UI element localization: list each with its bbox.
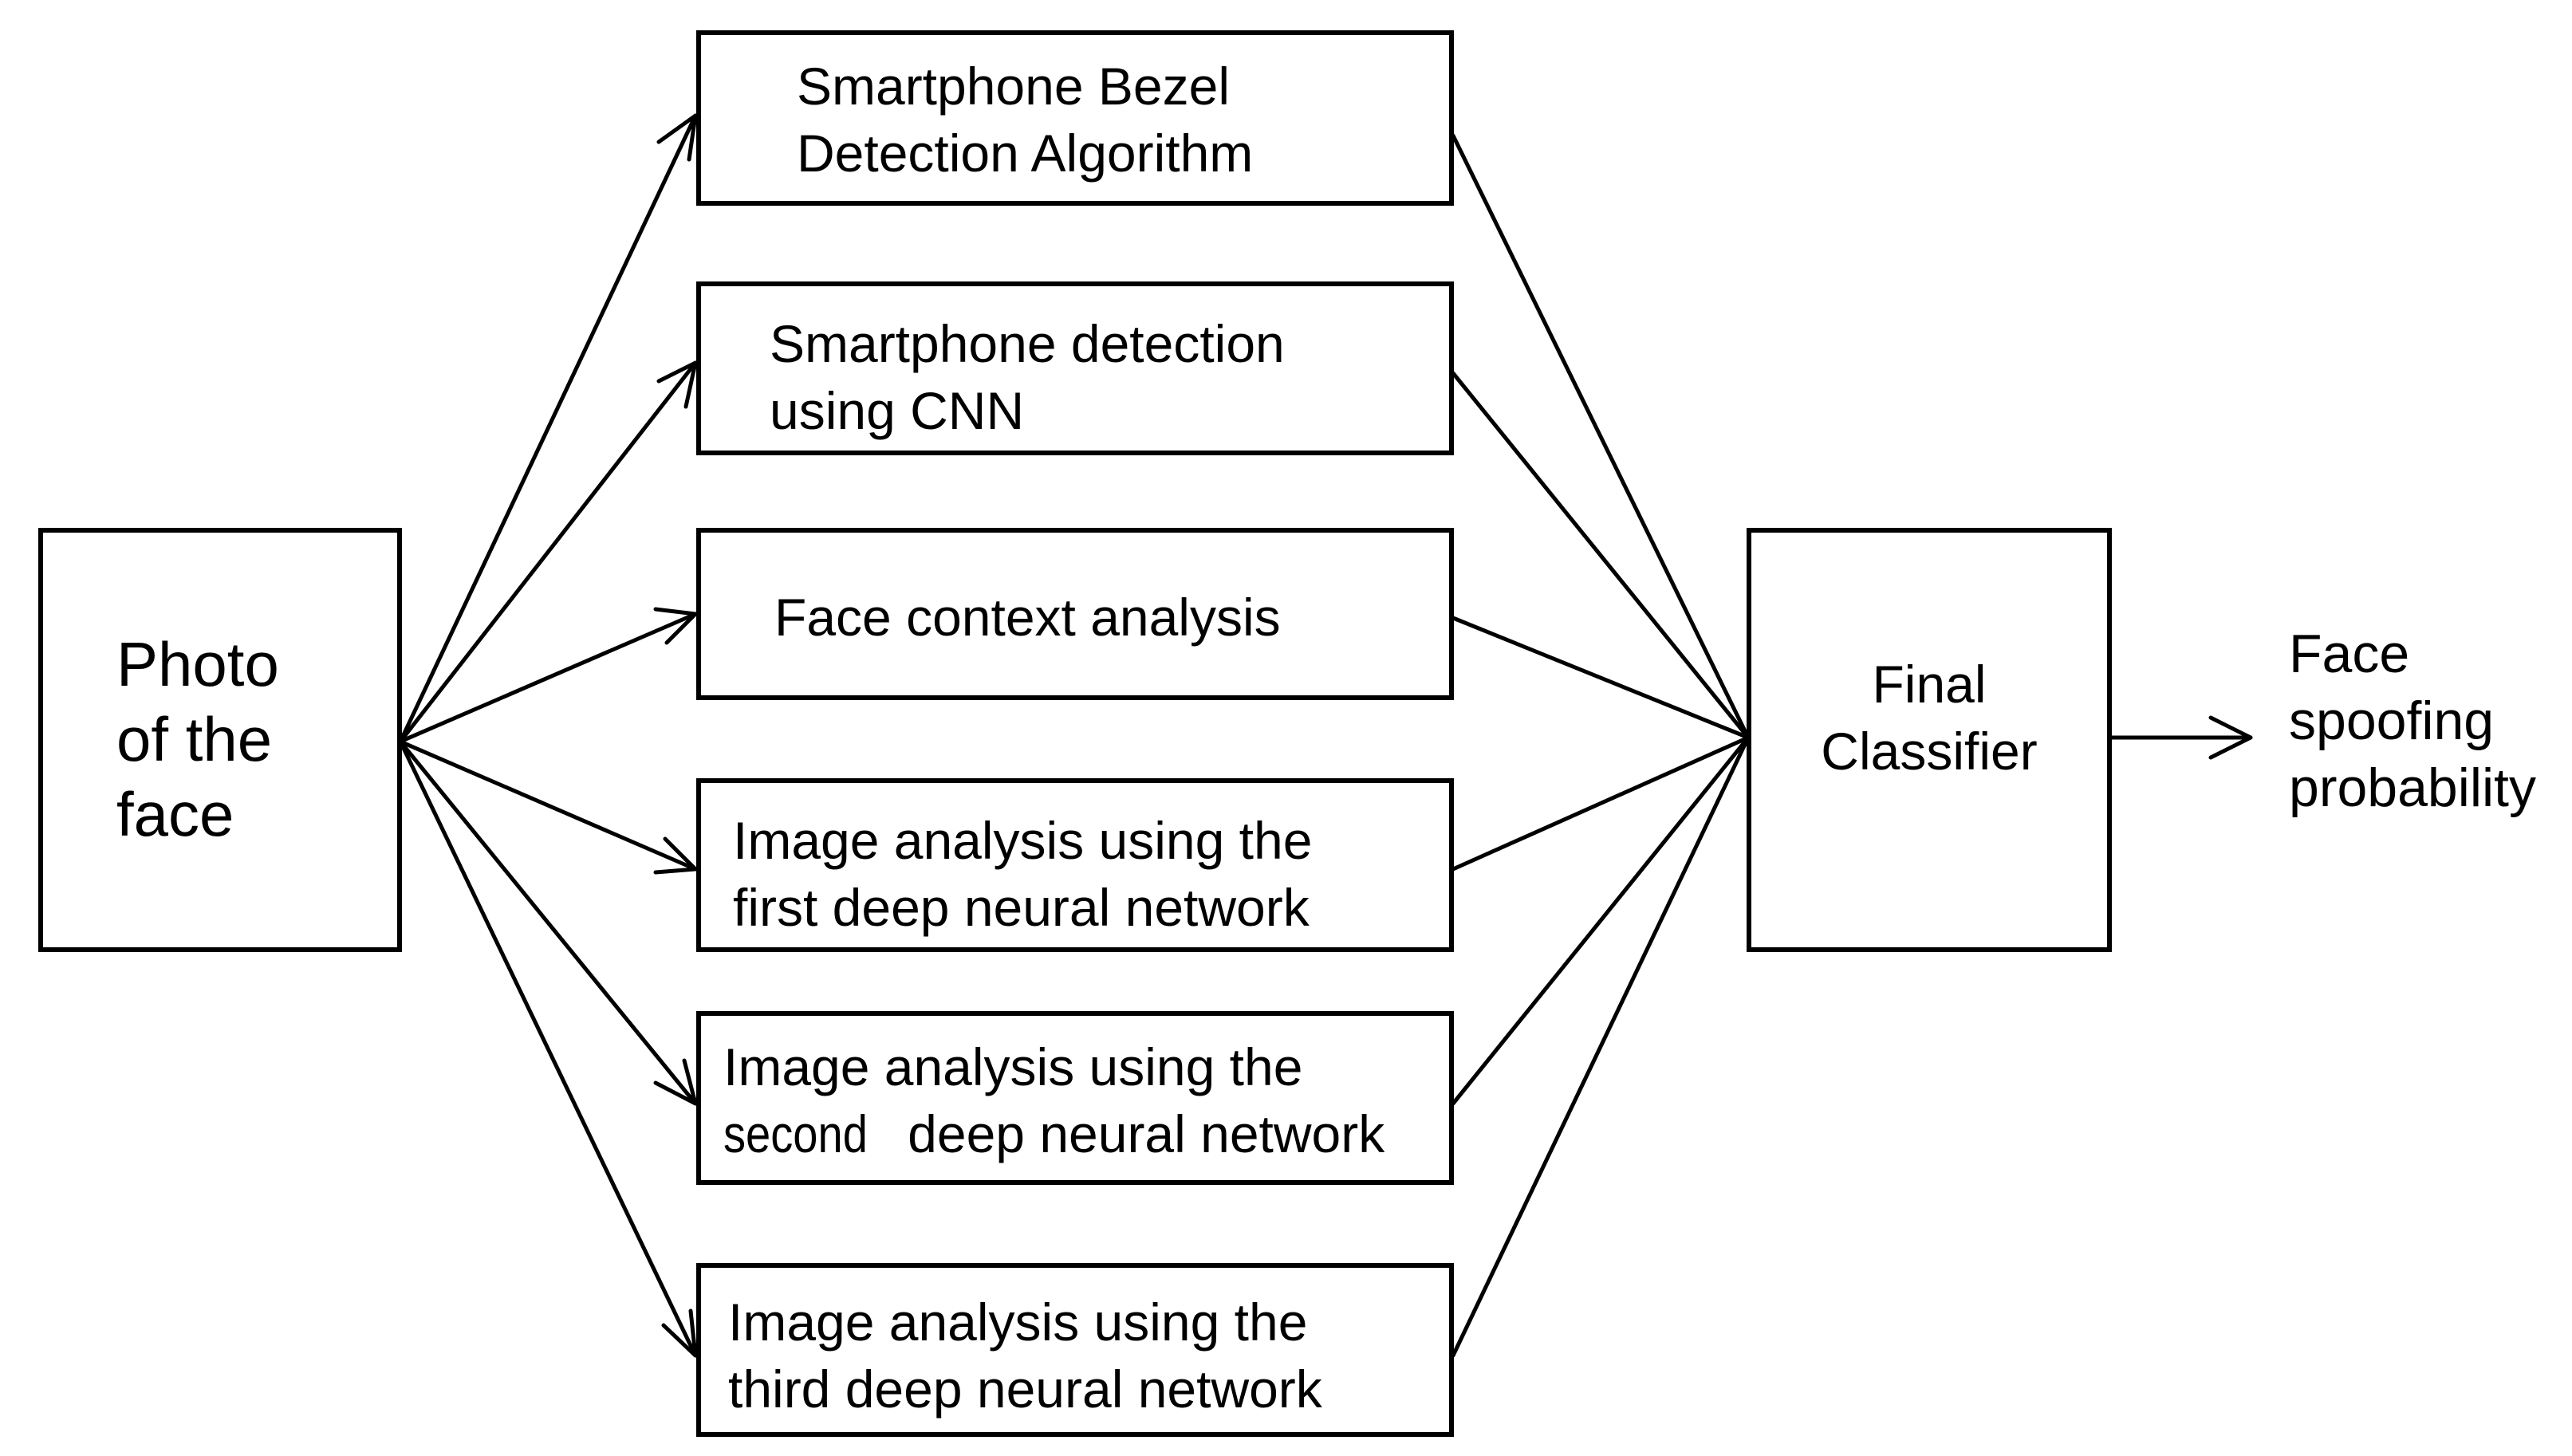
dnn2-analysis-label-second: second	[723, 1104, 868, 1163]
dnn1-analysis-label: Image analysis using the first deep neur…	[733, 807, 1312, 941]
bezel-detection-label: Smartphone Bezel Detection Algorithm	[797, 53, 1253, 187]
cnn-detection-box: Smartphone detection using CNN	[696, 281, 1454, 455]
final-classifier-label: Final Classifier	[1751, 651, 2107, 785]
spoofing-probability-label-line-1: Face	[2289, 624, 2410, 684]
line-dnn2-to-classifier	[1451, 735, 1751, 1106]
arrowhead-dnn3	[661, 1308, 698, 1358]
arrow-input-to-bezel	[398, 113, 698, 744]
arrow-input-to-dnn2	[398, 739, 698, 1106]
arrowhead-output	[2208, 715, 2253, 760]
face-context-box: Face context analysis	[696, 528, 1454, 700]
bezel-detection-box: Smartphone Bezel Detection Algorithm	[696, 30, 1454, 206]
dnn3-analysis-label-line-2: third deep neural network	[728, 1360, 1322, 1419]
line-context-to-classifier	[1451, 616, 1751, 740]
arrowhead-cnn	[656, 360, 698, 409]
spoofing-probability-label-line-2: spoofing	[2289, 691, 2495, 751]
dnn2-analysis-label-line-2: second deep neural network	[723, 1100, 1384, 1167]
dnn2-analysis-label-line-1: Image analysis using the	[723, 1037, 1303, 1096]
dnn3-analysis-box: Image analysis using the third deep neur…	[696, 1263, 1454, 1437]
arrowhead-dnn1	[653, 836, 698, 875]
final-classifier-box: Final Classifier	[1747, 528, 2112, 952]
spoofing-probability-label: Face spoofing probability	[2289, 620, 2536, 821]
photo-input-label-line-1: Photo	[116, 629, 279, 699]
photo-input-label-line-2: of the	[116, 704, 273, 774]
face-context-label: Face context analysis	[774, 584, 1281, 651]
arrow-input-to-cnn	[398, 360, 698, 744]
spoofing-probability-label-line-3: probability	[2289, 758, 2536, 818]
line-bezel-to-classifier	[1451, 133, 1751, 740]
arrowhead-context	[653, 607, 698, 645]
arrowhead-dnn2	[653, 1058, 698, 1106]
arrowhead-bezel	[656, 113, 698, 162]
dnn1-analysis-label-line-1: Image analysis using the	[733, 811, 1313, 870]
cnn-detection-label-line-1: Smartphone detection	[770, 314, 1285, 373]
photo-input-box: Photo of the face	[38, 528, 402, 952]
dnn2-analysis-label-rest: deep neural network	[892, 1104, 1385, 1163]
line-cnn-to-classifier	[1451, 371, 1751, 740]
cnn-detection-label: Smartphone detection using CNN	[770, 310, 1285, 444]
dnn1-analysis-box: Image analysis using the first deep neur…	[696, 778, 1454, 952]
bezel-detection-label-line-1: Smartphone Bezel	[797, 57, 1230, 116]
dnn3-analysis-label: Image analysis using the third deep neur…	[728, 1289, 1322, 1423]
cnn-detection-label-line-2: using CNN	[770, 381, 1025, 440]
bezel-detection-label-line-2: Detection Algorithm	[797, 124, 1254, 183]
arrow-input-to-context	[398, 612, 698, 744]
photo-input-label: Photo of the face	[116, 627, 279, 852]
final-classifier-label-line-2: Classifier	[1821, 722, 2038, 781]
dnn3-analysis-label-line-1: Image analysis using the	[728, 1293, 1308, 1352]
dnn2-analysis-label: Image analysis using the second deep neu…	[723, 1033, 1384, 1167]
arrow-input-to-dnn3	[398, 739, 698, 1358]
line-dnn3-to-classifier	[1451, 735, 1751, 1358]
dnn1-analysis-label-line-2: first deep neural network	[733, 878, 1310, 937]
face-context-label-line-1: Face context analysis	[774, 588, 1281, 647]
line-dnn1-to-classifier	[1451, 735, 1751, 872]
arrow-input-to-dnn1	[398, 739, 698, 872]
dnn2-analysis-box: Image analysis using the second deep neu…	[696, 1011, 1454, 1185]
photo-input-label-line-3: face	[116, 779, 234, 849]
final-classifier-label-line-1: Final	[1872, 655, 1987, 714]
